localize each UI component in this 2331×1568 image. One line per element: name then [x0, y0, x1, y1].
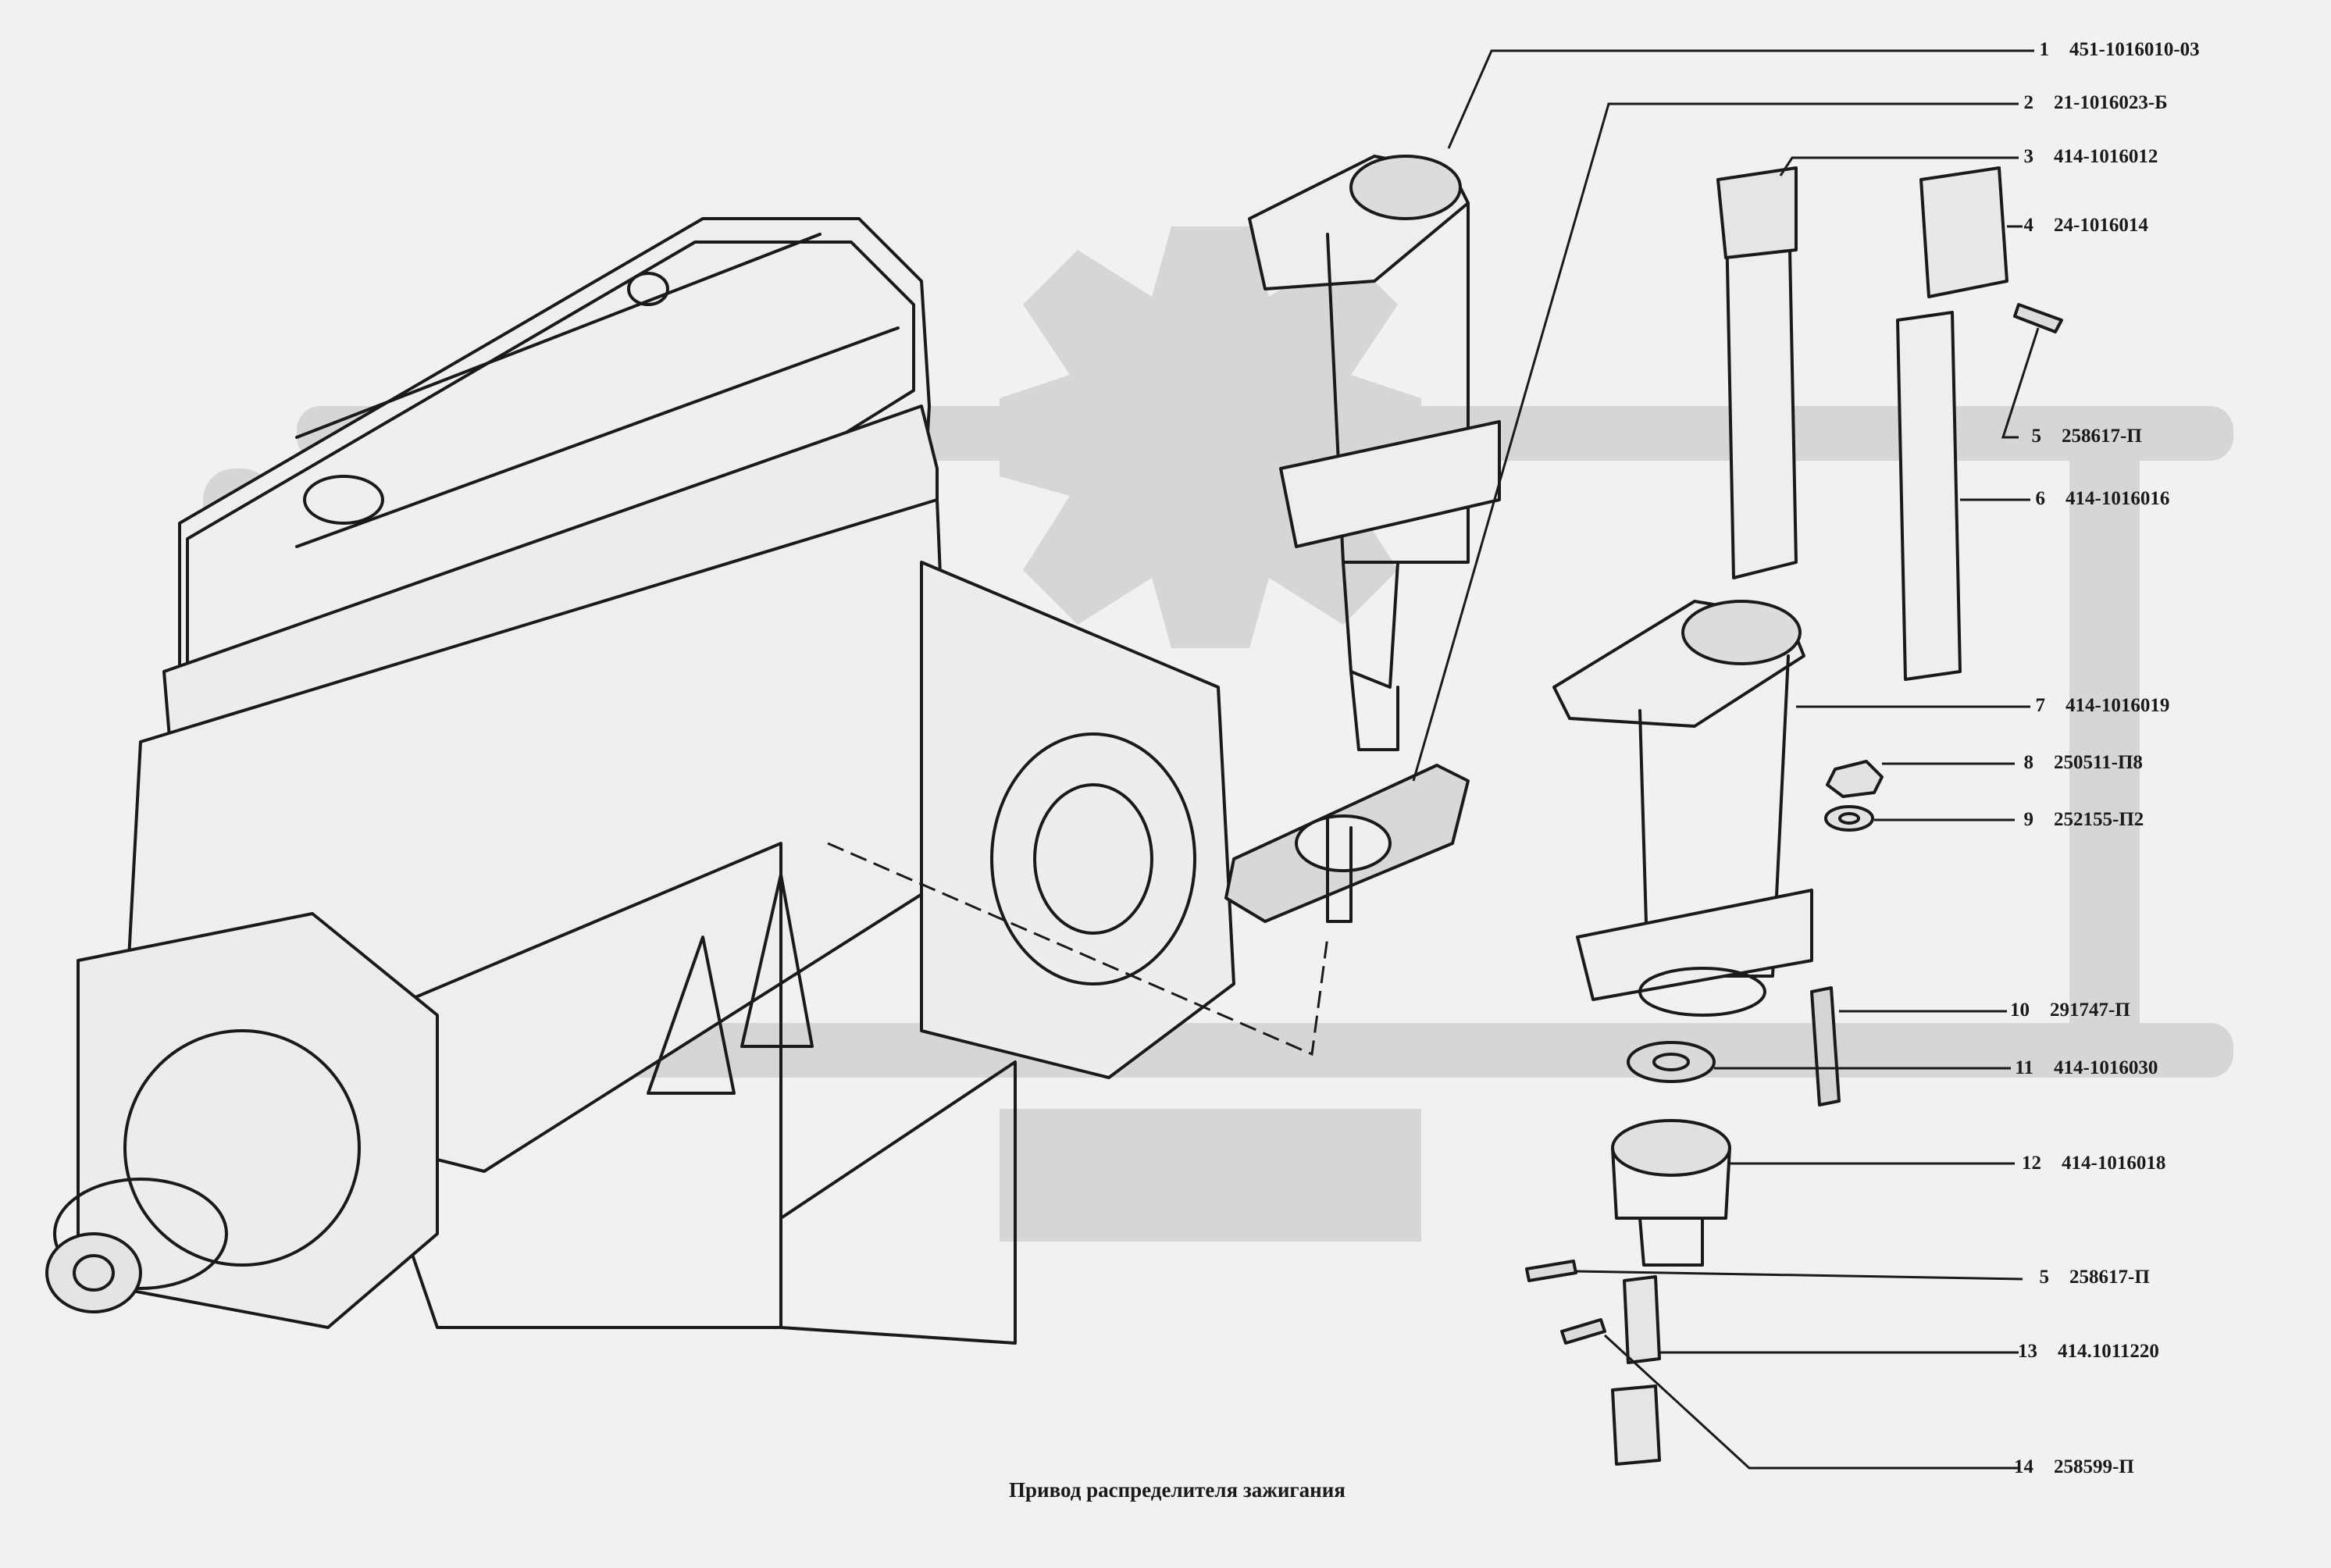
- washer-11: [1627, 1041, 1716, 1083]
- leader-line-14: [1603, 1334, 2019, 1470]
- leader-line-5b: [1575, 1270, 2023, 1281]
- pin-5-lower: [1525, 1260, 1577, 1282]
- leader-line-5: [2001, 327, 2040, 439]
- coupling-4: [1919, 166, 2008, 298]
- washer-9: [1824, 805, 1874, 832]
- leader-line-1: [1447, 49, 2034, 149]
- shaft-6: [1896, 311, 1962, 681]
- diagram-caption: Привод распределителя зажигания: [1009, 1478, 1345, 1502]
- sleeve-13: [1623, 1275, 1661, 1364]
- assembly-dashed-line: [827, 842, 1329, 1057]
- gear-12: [1611, 1119, 1731, 1267]
- shaft-3: [1716, 166, 1798, 579]
- nut-8: [1826, 760, 1884, 798]
- pin-14-lower: [1560, 1318, 1606, 1345]
- gasket-2: [1224, 764, 1470, 923]
- engine-block: [45, 217, 1235, 1345]
- drive-housing-1: [1248, 155, 1501, 751]
- sleeve-14: [1611, 1384, 1661, 1466]
- leader-line-2: [1412, 102, 2019, 782]
- drive-housing-7: [1552, 600, 1813, 1017]
- pin-5: [2013, 303, 2063, 333]
- leader-line-3: [1779, 156, 2019, 176]
- stud-10: [1810, 986, 1841, 1107]
